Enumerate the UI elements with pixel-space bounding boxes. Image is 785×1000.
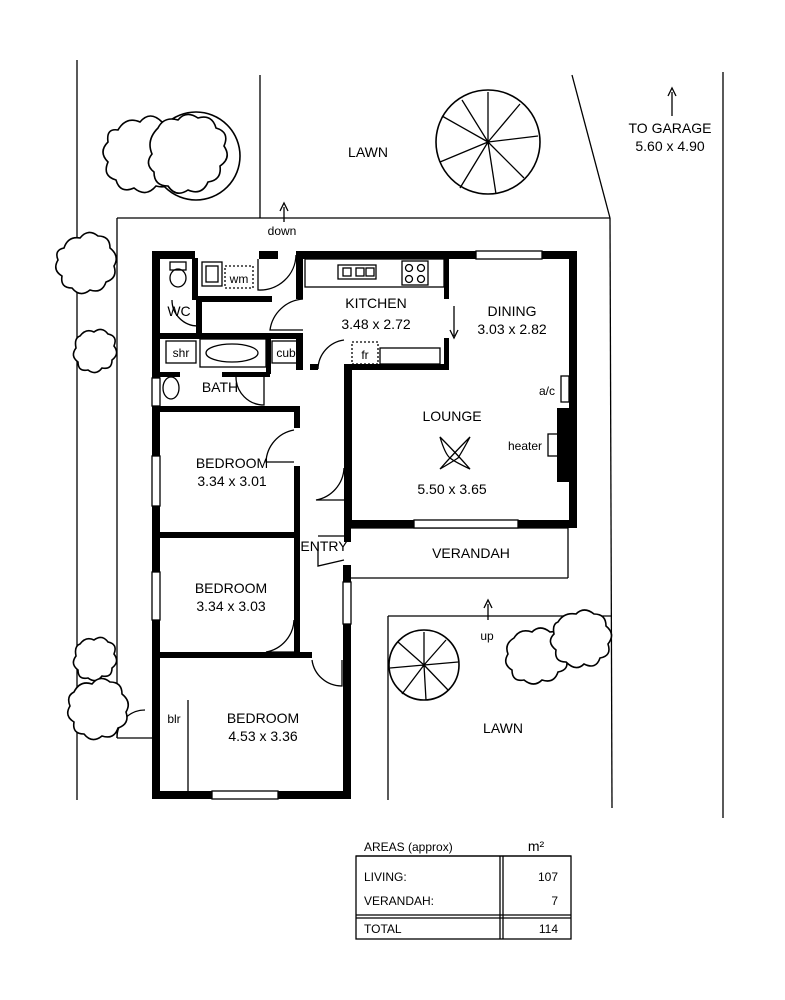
heater-fireplace [557,408,569,482]
verandah-label: VERANDAH [432,545,510,561]
tree-icon [435,89,541,195]
tree-icon [102,111,241,201]
down-arrow-icon [279,201,289,222]
lawn-top-label: LAWN [348,144,388,160]
labels: LAWN TO GARAGE 5.60 x 4.90 down wm WC KI… [167,120,711,744]
tree-icon [388,629,460,701]
air-conditioner [560,375,570,403]
tree-icon [54,231,118,295]
kitchen-counter [379,347,441,365]
fixtures [162,258,570,791]
fr-label: fr [361,348,368,362]
verandah-row-label: VERANDAH: [364,894,434,908]
kitchen-bench [304,258,445,288]
wm-label: wm [229,272,249,286]
areas-unit-label: m² [528,838,545,854]
tree-icon [504,609,613,685]
living-row-value: 107 [538,870,558,884]
heater-label: heater [508,439,542,453]
tree-icon [72,328,118,374]
blr-label: blr [167,712,180,726]
bedroom2-label: BEDROOM [195,580,267,596]
total-row-label: TOTAL [364,922,402,936]
laundry-tub-icon [201,261,223,287]
fridge-space [351,341,379,365]
cooktop-icon [401,260,429,286]
areas-header-label: AREAS (approx) [364,840,453,854]
bedroom1-label: BEDROOM [196,455,268,471]
garage-arrow-icon [667,86,677,116]
ac-label: a/c [539,384,555,398]
bath-label: BATH [202,379,238,395]
verandah-row-value: 7 [551,894,558,908]
cupboard [271,340,301,364]
ceiling-fan-icon [439,436,471,470]
entry-label: ENTRY [300,538,348,554]
kitchen-size-label: 3.48 x 2.72 [341,316,410,332]
doors [171,254,345,687]
kitchen-label: KITCHEN [345,295,406,311]
dining-label: DINING [488,303,537,319]
basin-icon [162,376,180,400]
lawn-bottom-label: LAWN [483,720,523,736]
living-row-label: LIVING: [364,870,407,884]
wc-label: WC [167,303,190,319]
areas-table: AREAS (approx) m² LIVING: 107 VERANDAH: … [355,838,572,940]
cub-label: cub [276,346,296,360]
garage-size-label: 5.60 x 4.90 [635,138,704,154]
shr-label: shr [173,346,190,360]
shower [165,340,197,364]
windows [151,250,543,800]
bedroom1-size-label: 3.34 x 3.01 [197,473,266,489]
tree-icon [72,636,118,682]
bedroom3-size-label: 4.53 x 3.36 [228,728,297,744]
bathtub-icon [199,338,267,368]
down-label: down [268,224,297,238]
tree-icon [66,677,130,741]
lounge-label: LOUNGE [422,408,481,424]
dining-size-label: 3.03 x 2.82 [477,321,546,337]
trees [54,89,613,741]
toilet-icon [169,261,187,288]
bedroom2-size-label: 3.34 x 3.03 [196,598,265,614]
total-row-value: 114 [539,922,558,936]
bedroom3-label: BEDROOM [227,710,299,726]
arrows [279,86,677,620]
up-arrow-icon [483,598,493,620]
washing-machine-space [224,265,254,289]
to-garage-label: TO GARAGE [629,120,712,136]
lounge-size-label: 5.50 x 3.65 [417,481,486,497]
heater-hearth [547,433,559,457]
up-label: up [480,629,494,643]
